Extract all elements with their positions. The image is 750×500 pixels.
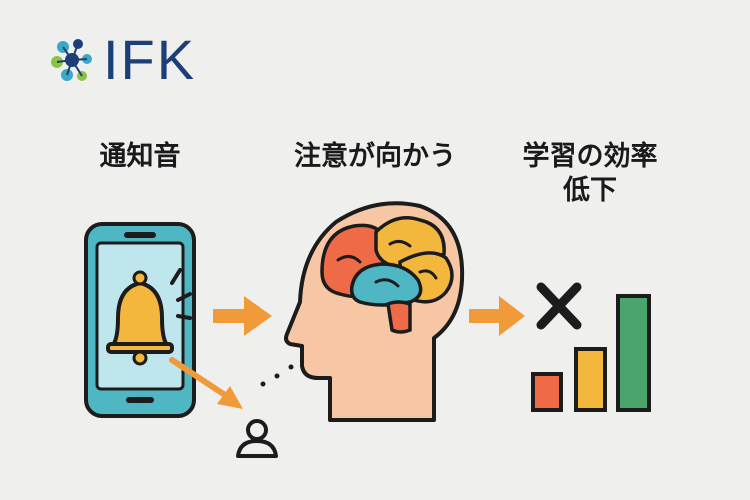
step-label-efficiency-line2: 低下 bbox=[563, 175, 617, 206]
ring-lines-icon bbox=[170, 268, 192, 320]
bell-icon bbox=[106, 270, 174, 366]
step-label-notification-sound: 通知音 bbox=[99, 141, 181, 172]
bar-chart-icon bbox=[531, 294, 651, 412]
step-label-efficiency-line1: 学習の効率 bbox=[522, 141, 658, 172]
step-label-efficiency-drop: 学習の効率 低下 bbox=[495, 140, 685, 208]
diagonal-arrow-icon bbox=[169, 357, 243, 409]
arrow-icon bbox=[469, 296, 525, 336]
brain-head-icon bbox=[284, 201, 465, 422]
person-icon bbox=[236, 419, 278, 458]
logo: IFK bbox=[45, 28, 245, 92]
step-label-attention-shift: 注意が向かう bbox=[294, 141, 456, 172]
logo-mark-icon bbox=[51, 39, 92, 81]
arrow-icon bbox=[213, 296, 272, 336]
logo-text: IFK bbox=[103, 28, 197, 91]
cross-icon bbox=[536, 282, 582, 330]
